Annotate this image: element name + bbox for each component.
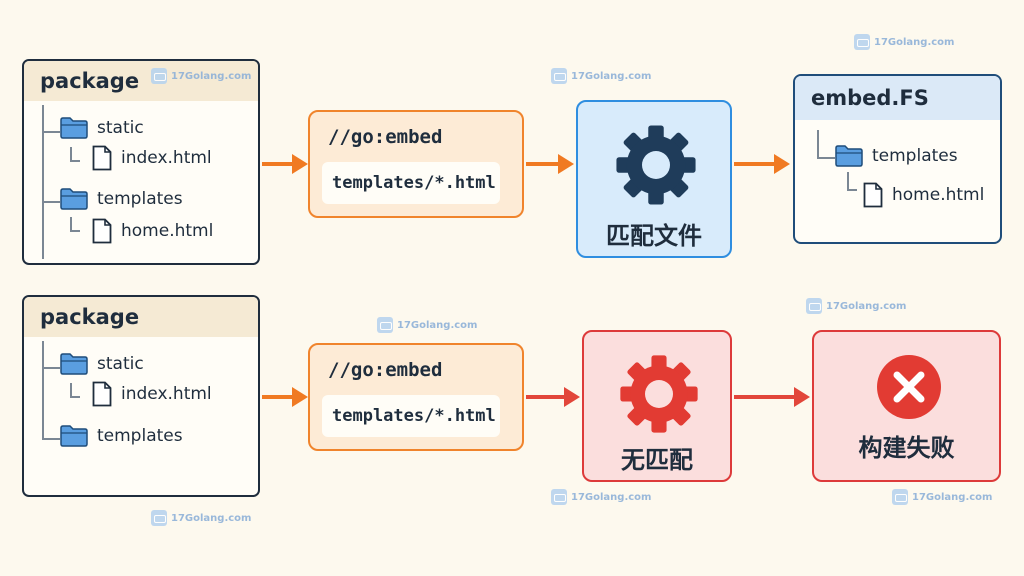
watermark-text: 17Golang.com [571, 70, 652, 82]
watermark-logo-icon [892, 489, 908, 505]
tree-item-label: static [97, 118, 144, 138]
tree-line [70, 217, 72, 231]
watermark: 17Golang.com [892, 489, 992, 505]
tree-line [70, 396, 80, 398]
folder-icon [835, 145, 863, 167]
watermark: 17Golang.com [854, 34, 954, 50]
tree-item-static[interactable]: static [60, 353, 144, 375]
watermark-logo-icon [151, 510, 167, 526]
watermark-logo-icon [151, 68, 167, 84]
watermark: 17Golang.com [377, 317, 477, 333]
arrow-right-icon [734, 387, 810, 407]
embed-fs-box: embed.FS templates home.html [793, 74, 1002, 244]
folder-icon [60, 425, 88, 447]
tree-line [42, 341, 44, 439]
top-package-title: package [40, 69, 140, 93]
file-icon [863, 182, 883, 208]
build-fail-label: 构建失败 [858, 434, 955, 462]
top-package-box: package static index.html templates home… [22, 59, 260, 265]
embed-directive: //go:embed [328, 359, 443, 381]
tree-item-label: index.html [121, 384, 212, 404]
embed-pattern: templates/*.html [322, 395, 500, 437]
tree-line [42, 131, 60, 133]
bottom-embed-box: //go:embed templates/*.html [308, 343, 524, 451]
error-x-icon [877, 355, 941, 419]
tree-line [847, 172, 849, 190]
tree-line [817, 157, 835, 159]
watermark: 17Golang.com [551, 489, 651, 505]
file-icon [92, 381, 112, 407]
folder-icon [60, 188, 88, 210]
tree-item-templates[interactable]: templates [60, 425, 183, 447]
tree-item-label: index.html [121, 148, 212, 168]
gear-icon [613, 122, 699, 208]
match-label: 匹配文件 [606, 222, 702, 250]
watermark: 17Golang.com [551, 68, 651, 84]
watermark: 17Golang.com [151, 510, 251, 526]
top-package-header [24, 61, 258, 101]
watermark-text: 17Golang.com [874, 36, 955, 48]
build-fail-box: 构建失败 [812, 330, 1001, 482]
folder-icon [60, 117, 88, 139]
bottom-package-title: package [40, 305, 140, 329]
watermark-text: 17Golang.com [912, 491, 993, 503]
watermark-text: 17Golang.com [171, 512, 252, 524]
watermark-text: 17Golang.com [397, 319, 478, 331]
bottom-package-header [24, 297, 258, 337]
embed-directive: //go:embed [328, 126, 443, 148]
tree-line [817, 130, 819, 158]
nomatch-label: 无匹配 [621, 446, 693, 474]
bottom-nomatch-box: 无匹配 [582, 330, 732, 482]
watermark-text: 17Golang.com [826, 300, 907, 312]
tree-item-index[interactable]: index.html [92, 145, 212, 171]
tree-item-label: templates [97, 189, 183, 209]
tree-item-label: home.html [892, 185, 985, 205]
tree-item-home[interactable]: home.html [92, 218, 213, 244]
watermark-logo-icon [551, 68, 567, 84]
tree-line [42, 201, 60, 203]
tree-item-home[interactable]: home.html [863, 182, 984, 208]
tree-item-label: static [97, 354, 144, 374]
tree-line [70, 160, 80, 162]
arrow-right-icon [526, 154, 574, 174]
arrow-right-icon [526, 387, 580, 407]
top-embed-box: //go:embed templates/*.html [308, 110, 524, 218]
arrow-right-icon [262, 387, 308, 407]
tree-line [70, 147, 72, 161]
tree-item-index[interactable]: index.html [92, 381, 212, 407]
tree-line [847, 189, 857, 191]
file-icon [92, 218, 112, 244]
bottom-package-box: package static index.html templates [22, 295, 260, 497]
file-icon [92, 145, 112, 171]
watermark: 17Golang.com [151, 68, 251, 84]
folder-icon [60, 353, 88, 375]
watermark-logo-icon [551, 489, 567, 505]
tree-item-label: templates [872, 146, 958, 166]
tree-item-label: templates [97, 426, 183, 446]
tree-item-templates[interactable]: templates [835, 145, 958, 167]
tree-item-templates[interactable]: templates [60, 188, 183, 210]
tree-line [42, 438, 60, 440]
watermark-text: 17Golang.com [171, 70, 252, 82]
embed-pattern: templates/*.html [322, 162, 500, 204]
watermark-logo-icon [377, 317, 393, 333]
arrow-right-icon [734, 154, 790, 174]
watermark: 17Golang.com [806, 298, 906, 314]
tree-line [70, 230, 80, 232]
tree-item-static[interactable]: static [60, 117, 144, 139]
arrow-right-icon [262, 154, 308, 174]
tree-line [42, 105, 44, 259]
tree-line [70, 383, 72, 397]
embed-fs-header [795, 76, 1000, 120]
top-match-box: 匹配文件 [576, 100, 732, 258]
tree-line [42, 367, 60, 369]
watermark-logo-icon [806, 298, 822, 314]
watermark-text: 17Golang.com [571, 491, 652, 503]
tree-item-label: home.html [121, 221, 214, 241]
gear-icon [617, 352, 701, 436]
watermark-logo-icon [854, 34, 870, 50]
embed-fs-title: embed.FS [811, 86, 929, 110]
